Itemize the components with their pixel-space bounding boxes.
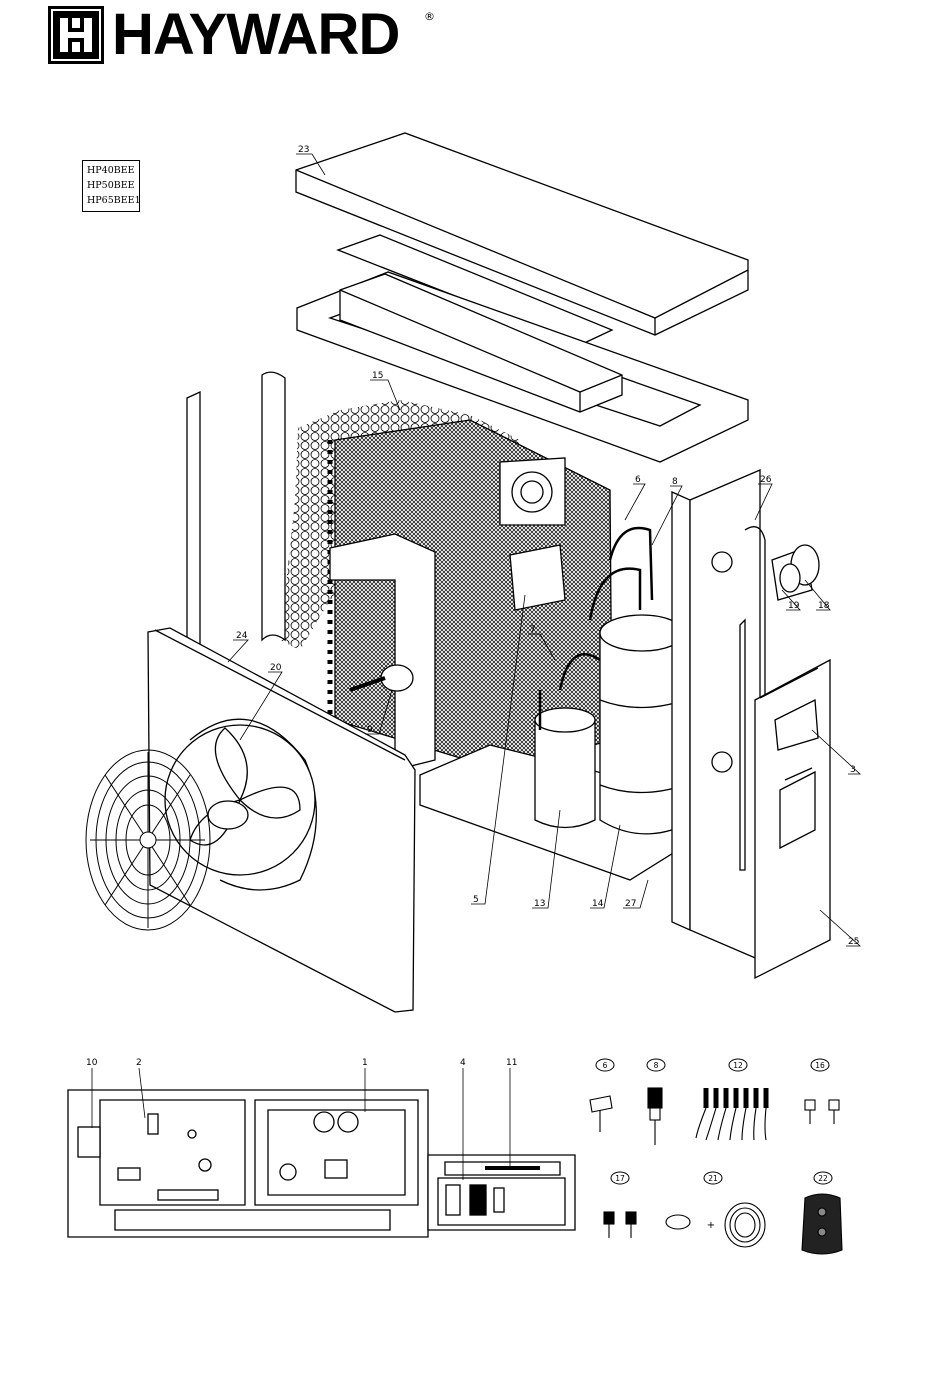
part-label-17: 17 — [615, 1174, 625, 1183]
accumulator — [535, 708, 595, 828]
part-label-6: 6 — [603, 1061, 608, 1070]
left-support-rail — [262, 372, 285, 640]
callout-b11: 11 — [506, 1058, 517, 1068]
cover-jacket — [802, 1194, 842, 1254]
callout-6: 6 — [635, 475, 641, 485]
callout-24: 24 — [236, 631, 248, 641]
callout-20: 20 — [270, 663, 282, 673]
plus-sign: + — [707, 1220, 715, 1231]
part-label-16: 16 — [815, 1061, 825, 1070]
part-label-22: 22 — [818, 1174, 828, 1183]
temperature-sensors — [696, 1088, 766, 1140]
callout-b10: 10 — [86, 1058, 98, 1068]
callout-25: 25 — [848, 937, 859, 947]
part-label-12: 12 — [733, 1061, 743, 1070]
callout-15: 15 — [372, 371, 383, 381]
valve-part — [590, 1096, 612, 1132]
access-panel — [755, 660, 830, 978]
part-label-21: 21 — [708, 1174, 718, 1183]
electrical-box — [510, 545, 565, 610]
callout-13: 13 — [534, 899, 545, 909]
water-connector-unions — [772, 545, 819, 600]
callout-b1: 1 — [362, 1058, 368, 1068]
callout-19: 19 — [788, 601, 800, 611]
side-panel-frame-strip — [672, 492, 690, 930]
callout-8: 8 — [672, 477, 678, 487]
callout-b2: 2 — [136, 1058, 142, 1068]
side-panel — [690, 470, 760, 960]
cable-and-connector — [666, 1203, 765, 1247]
callout-23: 23 — [298, 145, 309, 155]
callout-27: 27 — [625, 899, 636, 909]
pcb-board — [100, 1100, 245, 1205]
callout-9: 9 — [367, 725, 373, 735]
transformer — [78, 1127, 100, 1157]
pressure-switch-part — [648, 1088, 662, 1145]
part-label-8: 8 — [654, 1061, 659, 1070]
service-valves — [805, 1100, 839, 1124]
callout-14: 14 — [592, 899, 604, 909]
water-temp-probes — [604, 1212, 636, 1238]
callout-3: 3 — [850, 765, 856, 775]
fan-motor — [381, 665, 413, 691]
callout-5: 5 — [473, 895, 479, 905]
left-corner-post — [187, 392, 200, 660]
callout-b4: 4 — [460, 1058, 466, 1068]
callout-26: 26 — [760, 475, 772, 485]
callout-7: 7 — [530, 625, 536, 635]
